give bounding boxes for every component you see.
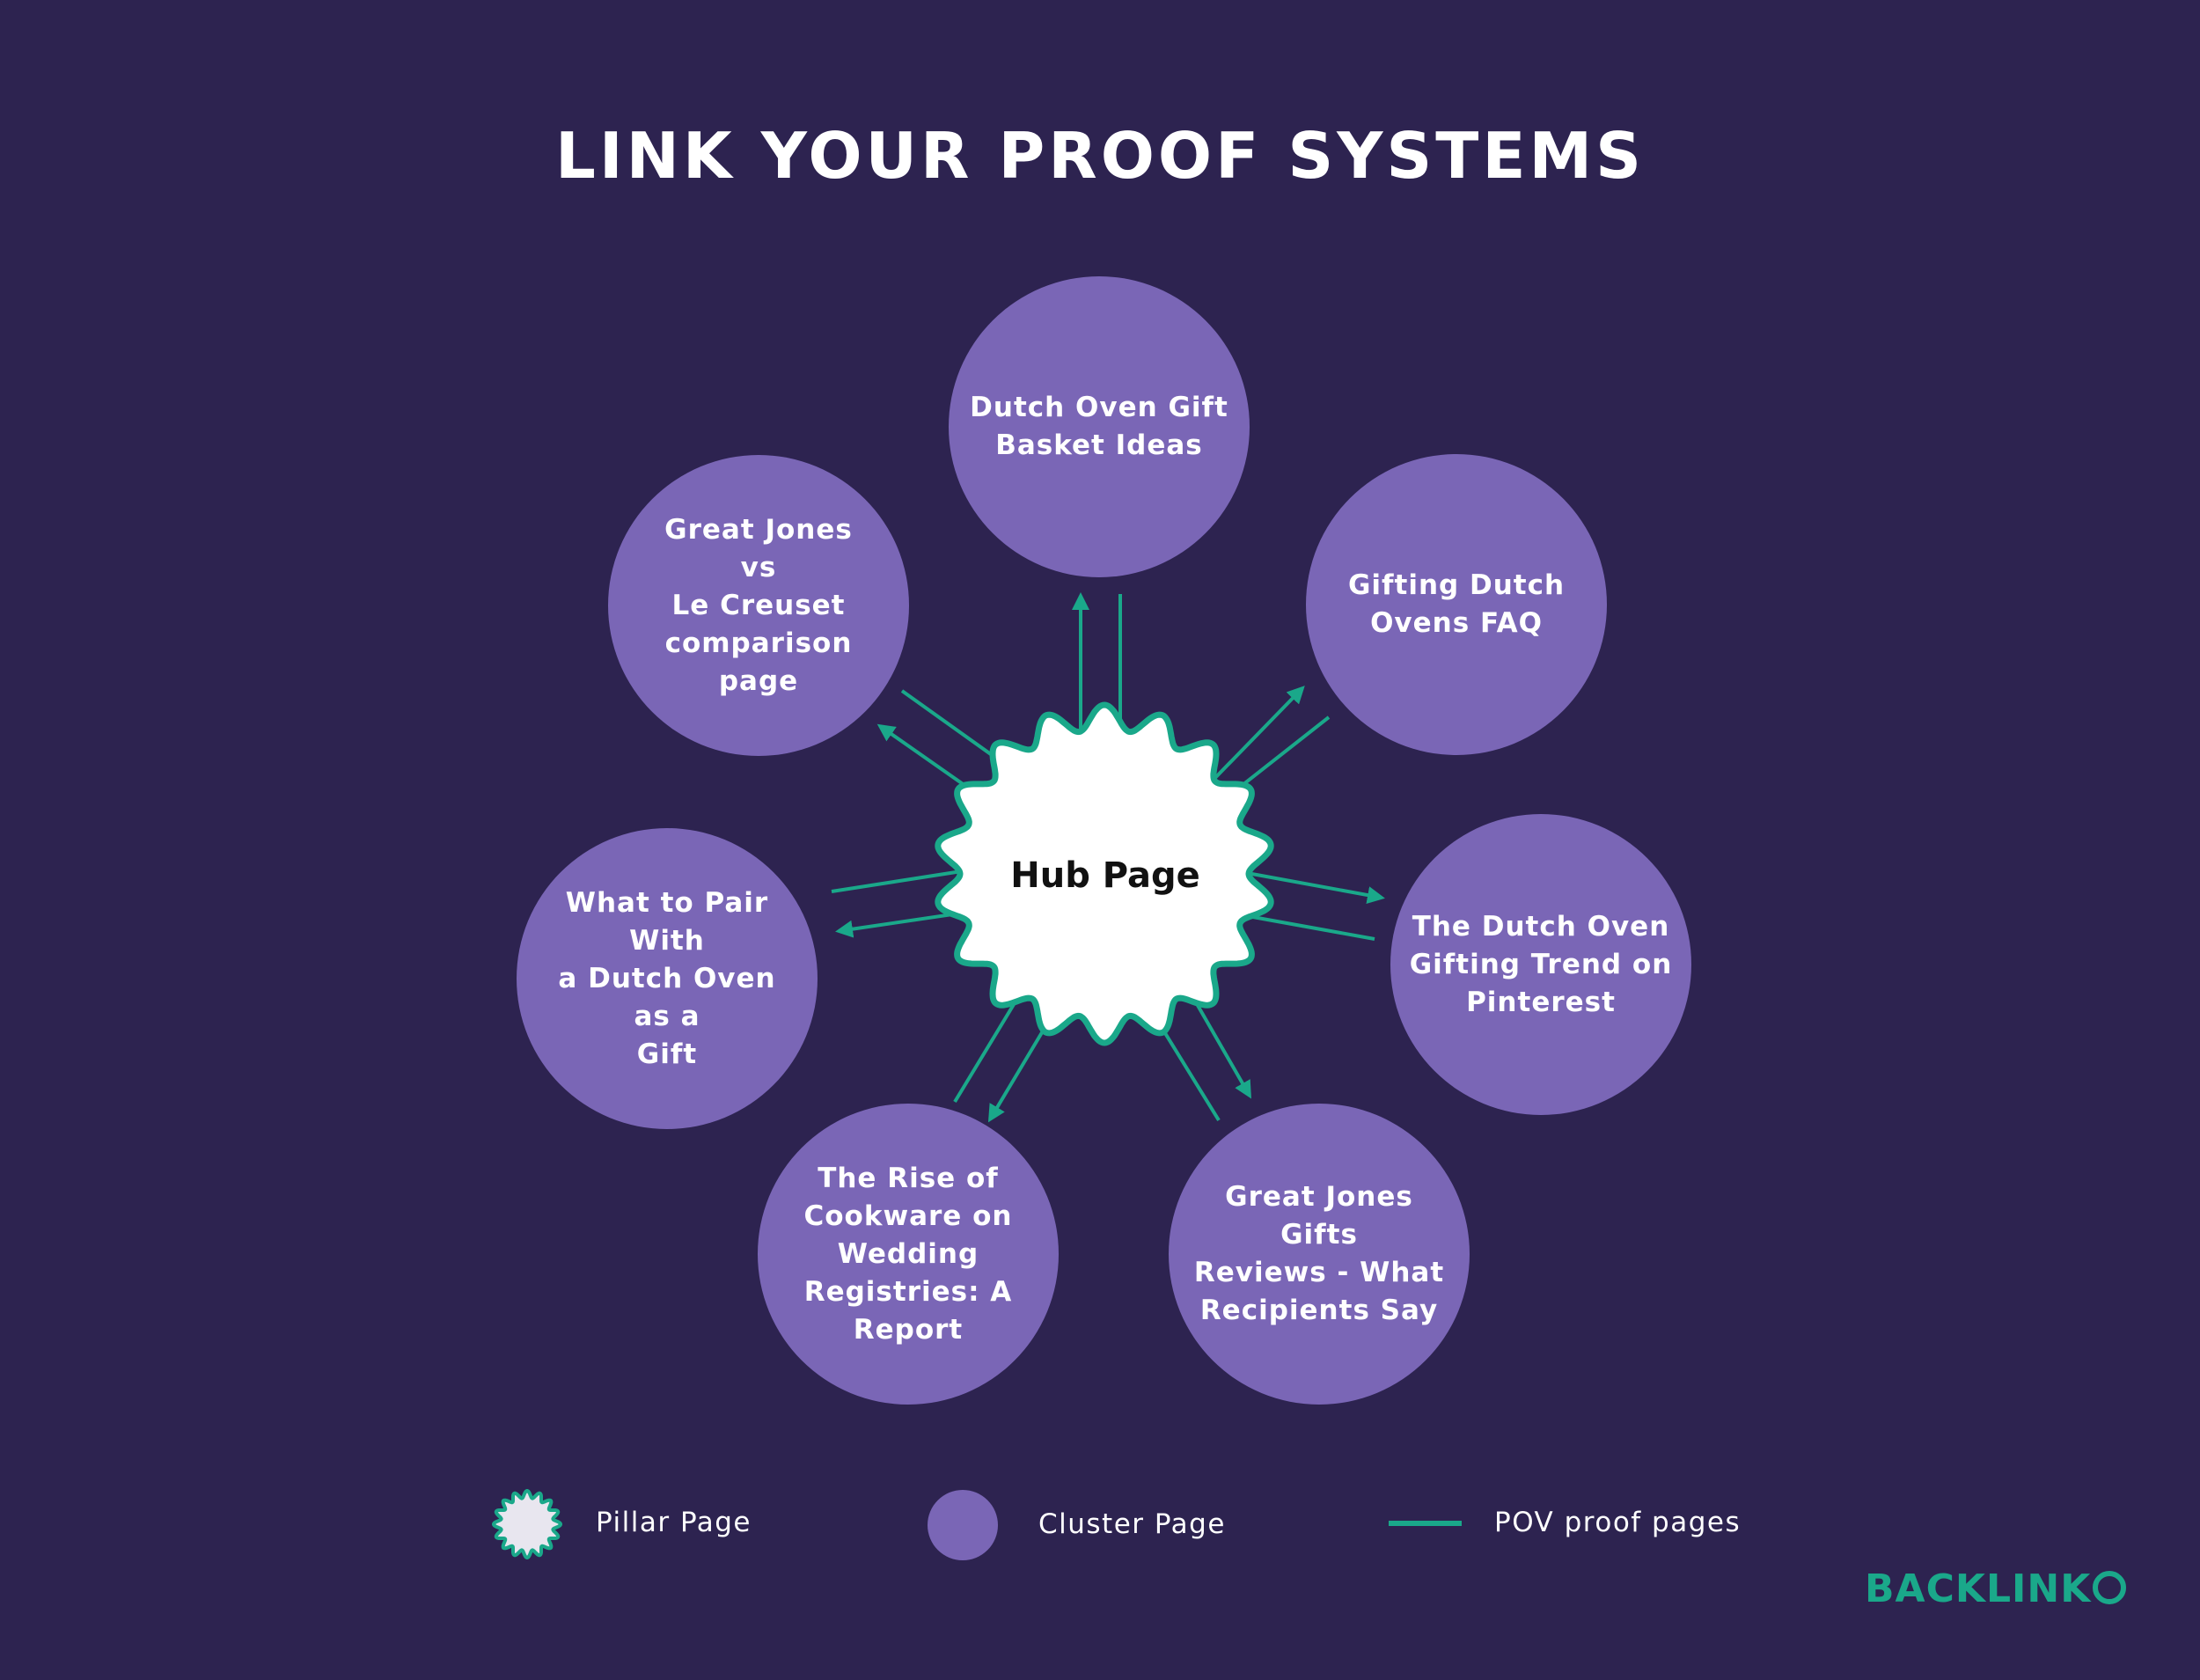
cluster-label-comparison: Great Jones vs Le Creuset comparison page <box>627 482 891 729</box>
legend-cluster-icon <box>928 1490 998 1560</box>
hub-page-label: Hub Page <box>1010 855 1200 896</box>
cluster-label-line: a Dutch Oven as a <box>558 962 776 1032</box>
cluster-label-line: Ovens FAQ <box>1370 607 1543 639</box>
legend-cluster-label: Cluster Page <box>1038 1508 1226 1540</box>
page-title: LINK YOUR PROOF SYSTEMS <box>554 119 1646 193</box>
cluster-label-line: What to Pair With <box>565 886 769 957</box>
cluster-label-line: Le Creuset <box>671 589 846 621</box>
cluster-label-line: The Dutch Oven <box>1412 910 1670 943</box>
backlinko-logo: BACKLINK <box>1865 1566 2127 1611</box>
cluster-circle-wedding-registries <box>758 1104 1059 1405</box>
cluster-label-line: Great Jones Gifts <box>1225 1181 1413 1251</box>
cluster-circle-gifting-faq <box>1306 454 1607 755</box>
logo-ring-icon <box>2093 1571 2127 1604</box>
cluster-circle-pair-with <box>517 828 818 1129</box>
cluster-label-line: Cookware on <box>803 1199 1013 1232</box>
cluster-label-line: Great Jones <box>664 513 853 546</box>
cluster-circle-comparison <box>608 455 909 756</box>
cluster-label-line: comparison page <box>664 627 853 697</box>
cluster-label-line: Registries: A <box>803 1275 1013 1308</box>
cluster-circle-gift-basket <box>949 276 1250 577</box>
cluster-label-line: Recipients Say <box>1199 1295 1439 1326</box>
backlinko-logo-text: BACKLINK <box>1865 1566 2092 1611</box>
cluster-label-line: Gifting Trend on <box>1409 948 1673 980</box>
cluster-label-line: The Rise of <box>818 1162 999 1194</box>
cluster-label-line: Dutch Oven Gift <box>970 392 1228 423</box>
cluster-circle-pinterest-trend <box>1390 814 1691 1115</box>
cluster-label-line: Wedding <box>837 1237 979 1270</box>
legend-proof-label: POV proof pages <box>1494 1507 1742 1538</box>
cluster-label-line: Pinterest <box>1466 986 1616 1018</box>
hub-page-shape <box>935 701 1274 1046</box>
cluster-label-line: Gifting Dutch <box>1347 569 1566 601</box>
cluster-label-line: vs <box>740 551 777 583</box>
cluster-circle-gift-reviews <box>1169 1104 1470 1405</box>
cluster-label-line: Report <box>853 1313 964 1346</box>
cluster-label-line: Basket Ideas <box>995 429 1203 461</box>
cluster-label-line: Gift <box>636 1038 698 1070</box>
legend-pillar-icon <box>492 1489 562 1559</box>
legend-pillar-label: Pillar Page <box>596 1507 752 1538</box>
link-arrow <box>1206 686 1305 787</box>
cluster-label-line: Reviews - What <box>1193 1257 1445 1288</box>
